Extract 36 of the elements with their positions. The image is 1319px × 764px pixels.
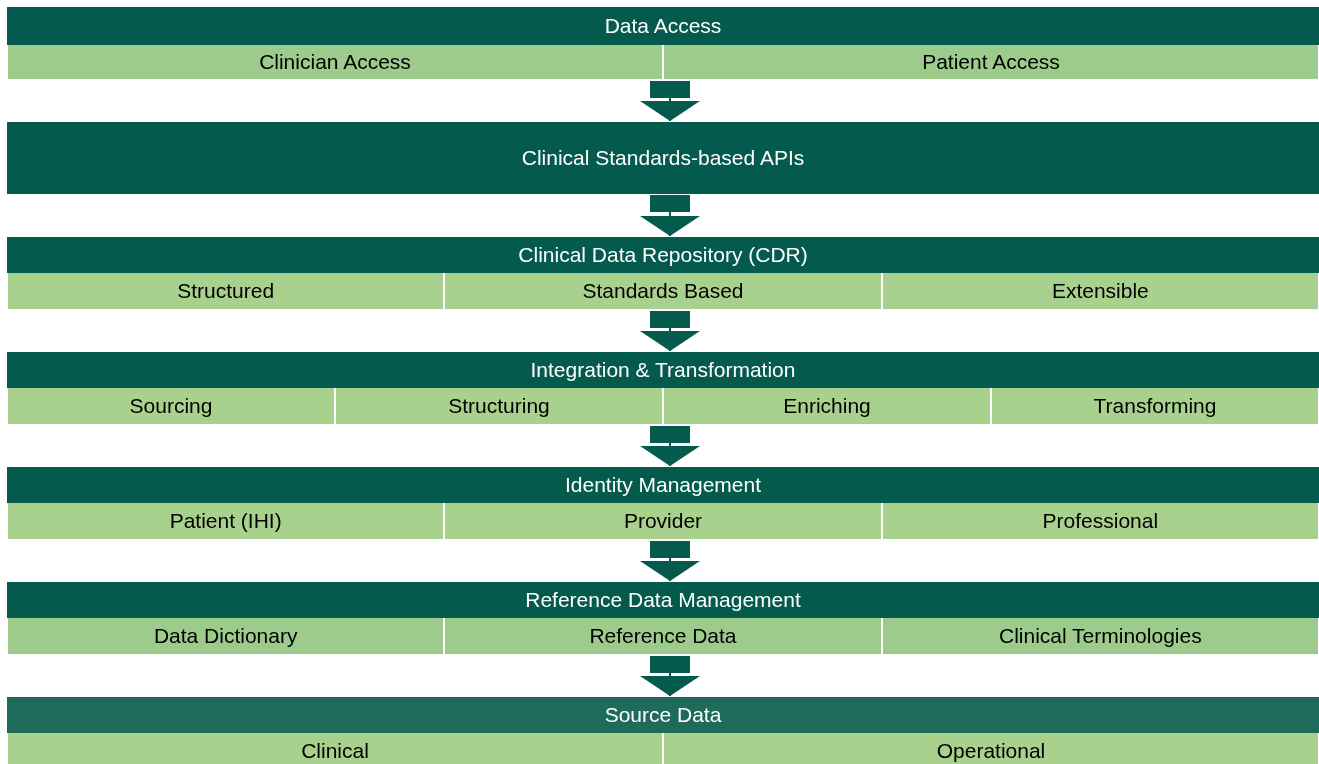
layer-title: Integration & Transformation xyxy=(7,352,1319,388)
component-cell: Patient (IHI) xyxy=(7,503,445,540)
layer-panel xyxy=(7,352,1319,425)
layer-title: Identity Management xyxy=(7,467,1319,503)
layer-title: Clinical Standards-based APIs xyxy=(7,122,1319,194)
layer-panel xyxy=(7,697,1319,764)
layer-panel xyxy=(7,237,1319,310)
component-cell: Standards Based xyxy=(444,273,882,310)
component-cell: Professional xyxy=(881,503,1319,540)
component-cell: Transforming xyxy=(991,388,1319,425)
layer-panel xyxy=(7,467,1319,540)
component-cell: Structured xyxy=(7,273,445,310)
layer-title: Clinical Data Repository (CDR) xyxy=(7,237,1319,273)
layer-panel xyxy=(7,582,1319,655)
arrow xyxy=(640,425,700,467)
component-cell: Data Dictionary xyxy=(7,618,445,655)
layer-panel xyxy=(7,7,1319,80)
component-cell: Enriching xyxy=(663,388,991,425)
component-cell: Clinical Terminologies xyxy=(881,618,1319,655)
layer-title: Reference Data Management xyxy=(7,582,1319,618)
layer-title: Source Data xyxy=(7,697,1319,733)
component-cell: Reference Data xyxy=(444,618,882,655)
component-cell: Operational xyxy=(663,733,1319,764)
component-cell: Sourcing xyxy=(7,388,335,425)
component-cell: Extensible xyxy=(881,273,1319,310)
arrow xyxy=(640,80,700,122)
component-cell: Clinician Access xyxy=(7,45,663,80)
arrow xyxy=(640,655,700,697)
component-cell: Provider xyxy=(444,503,882,540)
arrow xyxy=(640,310,700,352)
layer-title: Data Access xyxy=(7,7,1319,45)
component-cell: Clinical xyxy=(7,733,663,764)
component-cell: Patient Access xyxy=(663,45,1319,80)
component-cell: Structuring xyxy=(335,388,663,425)
arrow xyxy=(640,540,700,582)
arrow xyxy=(640,194,700,237)
